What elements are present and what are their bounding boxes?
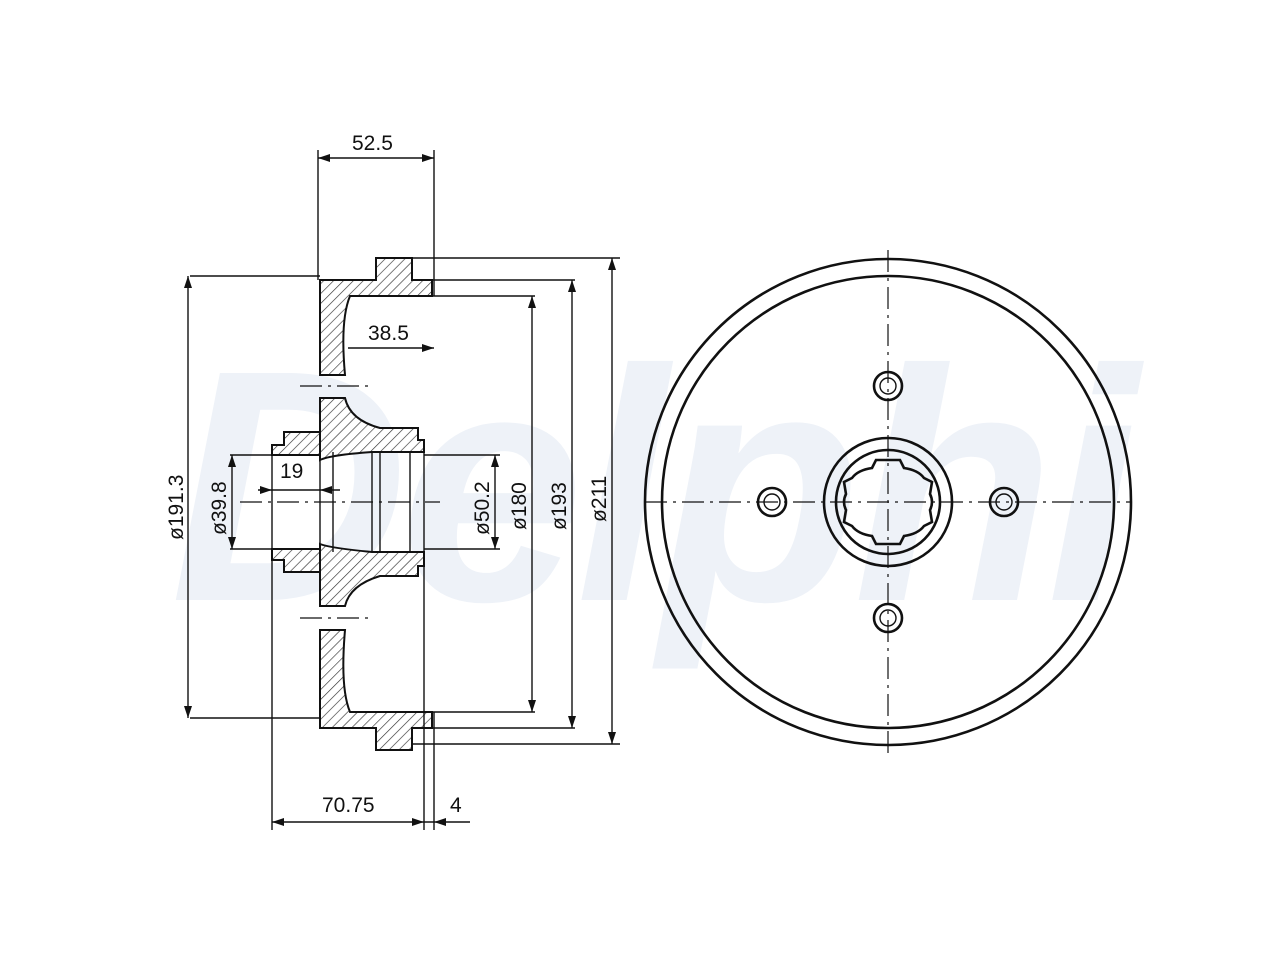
section-upper-web	[319, 397, 425, 462]
dim-dia-180: ø180	[508, 482, 531, 530]
watermark-logo: Delphi	[170, 301, 1145, 672]
dim-dia-39-8: ø39.8	[208, 481, 231, 535]
front-view	[643, 250, 1133, 755]
section-lower-hub	[271, 546, 321, 573]
dim-dia-211: ø211	[588, 476, 611, 522]
side-section-view: 52.5 38.5 19 70.75 4 ø191.3 ø39.8 ø50.2	[165, 132, 620, 830]
dim-dia-193: ø193	[548, 482, 571, 530]
dim-70-75: 70.75	[322, 794, 375, 817]
dim-dia-191-3: ø191.3	[165, 475, 188, 540]
dim-52-5: 52.5	[352, 132, 393, 155]
dim-4: 4	[450, 794, 462, 817]
section-upper-hub	[271, 431, 321, 458]
dim-19: 19	[280, 460, 303, 483]
section-lower-web	[319, 542, 425, 607]
dim-38-5: 38.5	[368, 322, 409, 345]
hub-spline	[842, 458, 934, 546]
dim-dia-50-2: ø50.2	[471, 481, 494, 535]
